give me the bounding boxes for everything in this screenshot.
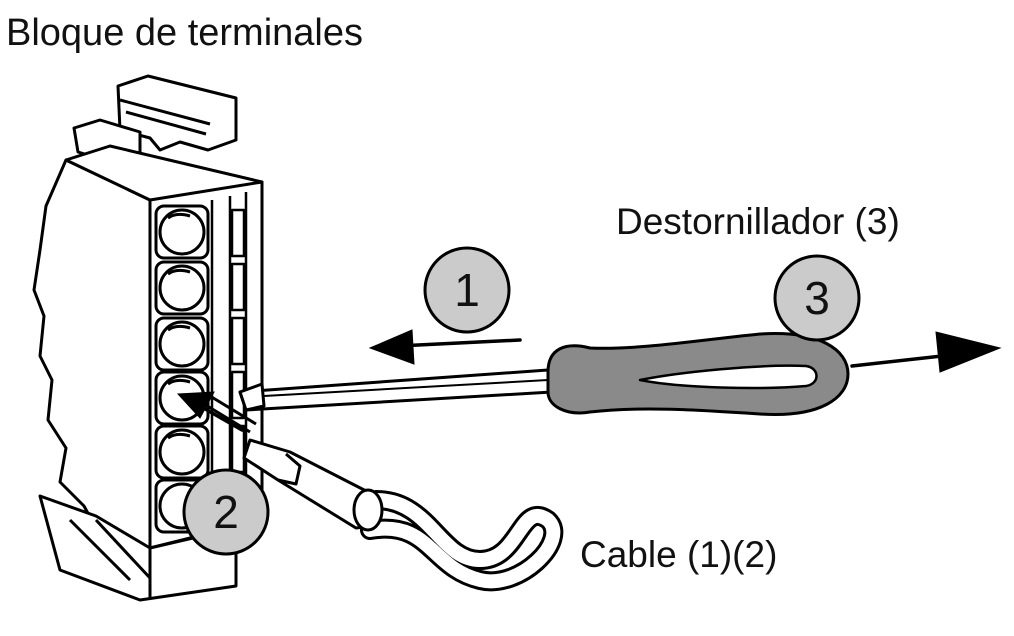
cable-label: Cable (1)(2) bbox=[580, 534, 778, 575]
terminal-block-label: Bloque de terminales bbox=[6, 12, 363, 54]
step-number-1: 1 bbox=[454, 264, 480, 316]
step-number-3: 3 bbox=[804, 272, 830, 324]
step-badge-3: 3 bbox=[773, 254, 861, 342]
screwdriver bbox=[238, 331, 850, 417]
step-number-2: 2 bbox=[213, 486, 239, 538]
arrow-wire bbox=[176, 391, 244, 432]
step-badge-2: 2 bbox=[182, 468, 270, 556]
terminal-block-side bbox=[32, 158, 152, 550]
screwdriver-handle-slot bbox=[638, 364, 818, 390]
arrow-remove bbox=[850, 331, 1002, 373]
release-slots bbox=[230, 208, 246, 474]
terminal-block-base bbox=[38, 494, 238, 602]
cable bbox=[203, 394, 564, 592]
arrows bbox=[176, 329, 1002, 432]
cable-insulation bbox=[363, 493, 561, 589]
arrow-insert bbox=[368, 329, 522, 365]
step-badge-1: 1 bbox=[423, 246, 511, 334]
screwdriver-shaft bbox=[238, 368, 554, 412]
screwdriver-label: Destornillador (3) bbox=[616, 201, 900, 242]
